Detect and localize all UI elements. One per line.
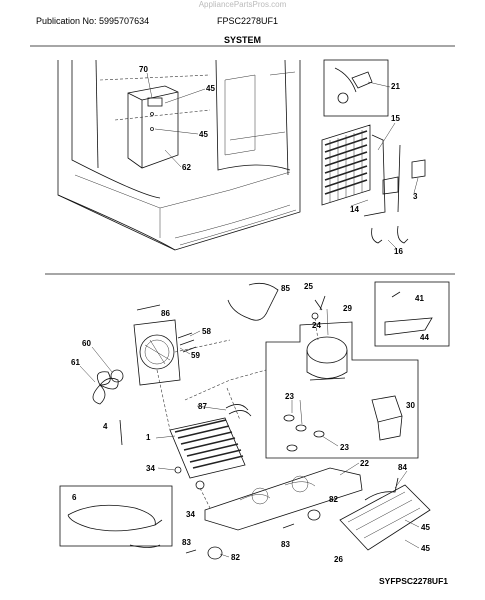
fan-motor xyxy=(110,369,124,383)
callout-83a: 83 xyxy=(281,540,290,549)
part-34a xyxy=(174,466,182,474)
callout-23b: 23 xyxy=(340,443,349,452)
callout-14: 14 xyxy=(350,205,359,214)
callout-21: 21 xyxy=(391,82,400,91)
part-83b xyxy=(185,549,197,554)
tube-clips xyxy=(371,225,409,244)
evaporator-cover xyxy=(127,85,179,169)
leader-lines xyxy=(79,72,420,558)
part-83a xyxy=(282,523,295,529)
callout-84: 84 xyxy=(398,463,407,472)
detail-box-6 xyxy=(59,485,173,547)
callout-60: 60 xyxy=(82,339,91,348)
base-plate xyxy=(204,467,363,531)
cabinet-drawing xyxy=(57,59,301,251)
callout-45c: 45 xyxy=(421,523,430,532)
callout-61: 61 xyxy=(71,358,80,367)
drain-pan xyxy=(339,477,431,551)
callout-4: 4 xyxy=(103,422,108,431)
spacer-blocks xyxy=(382,159,426,195)
callout-26: 26 xyxy=(334,555,343,564)
compressor xyxy=(306,336,348,381)
detail-box-21 xyxy=(323,59,389,117)
callout-34b: 34 xyxy=(186,510,195,519)
cord-tail xyxy=(129,544,161,548)
callout-45a: 45 xyxy=(206,84,215,93)
callout-45d: 45 xyxy=(421,544,430,553)
callouts: 70 45 45 62 21 15 3 14 16 85 25 29 24 86… xyxy=(71,65,430,564)
callout-30: 30 xyxy=(406,401,415,410)
detail-box-41 xyxy=(374,281,450,347)
callout-34a: 34 xyxy=(146,464,155,473)
grommets xyxy=(283,414,325,452)
callout-16: 16 xyxy=(394,247,403,256)
callout-6: 6 xyxy=(72,493,77,502)
callout-1: 1 xyxy=(146,433,151,442)
part-82b xyxy=(207,546,223,560)
relay-box xyxy=(371,395,403,441)
callout-59: 59 xyxy=(191,351,200,360)
condenser-coil xyxy=(169,417,246,479)
fan-shroud xyxy=(133,319,181,386)
publication-number: Publication No: 5995707634 xyxy=(36,16,150,26)
screw-86 xyxy=(136,304,161,311)
callout-82b: 82 xyxy=(231,553,240,562)
callout-85: 85 xyxy=(281,284,290,293)
callout-24: 24 xyxy=(312,321,321,330)
part-82a xyxy=(307,509,321,521)
callout-62: 62 xyxy=(182,163,191,172)
callout-25: 25 xyxy=(304,282,313,291)
part-34b xyxy=(195,480,205,490)
guide-lines xyxy=(156,317,319,509)
callout-70: 70 xyxy=(139,65,148,74)
tube-85 xyxy=(227,282,279,321)
callout-23a: 23 xyxy=(285,392,294,401)
diagram-code: SYFPSC2278UF1 xyxy=(379,576,448,586)
part-4 xyxy=(119,419,123,446)
callout-41: 41 xyxy=(415,294,424,303)
callout-44: 44 xyxy=(420,333,429,342)
defrost-heater xyxy=(363,134,386,217)
watermark: AppliancePartsPros.com xyxy=(198,0,287,9)
callout-45b: 45 xyxy=(199,130,208,139)
evaporator-coil xyxy=(321,124,371,206)
callout-3: 3 xyxy=(413,192,418,201)
callout-87: 87 xyxy=(198,402,207,411)
callout-82a: 82 xyxy=(329,495,338,504)
model-number: FPSC2278UF1 xyxy=(217,16,279,26)
callout-15: 15 xyxy=(391,114,400,123)
callout-83b: 83 xyxy=(182,538,191,547)
clip-25 xyxy=(314,295,326,311)
callout-58: 58 xyxy=(202,327,211,336)
callout-22: 22 xyxy=(360,459,369,468)
compressor-region xyxy=(265,321,419,459)
section-title: SYSTEM xyxy=(223,35,261,45)
callout-29: 29 xyxy=(343,304,352,313)
callout-86: 86 xyxy=(161,309,170,318)
fan-blade xyxy=(92,371,119,405)
heater-wire xyxy=(397,144,401,213)
drier-87 xyxy=(225,404,252,417)
